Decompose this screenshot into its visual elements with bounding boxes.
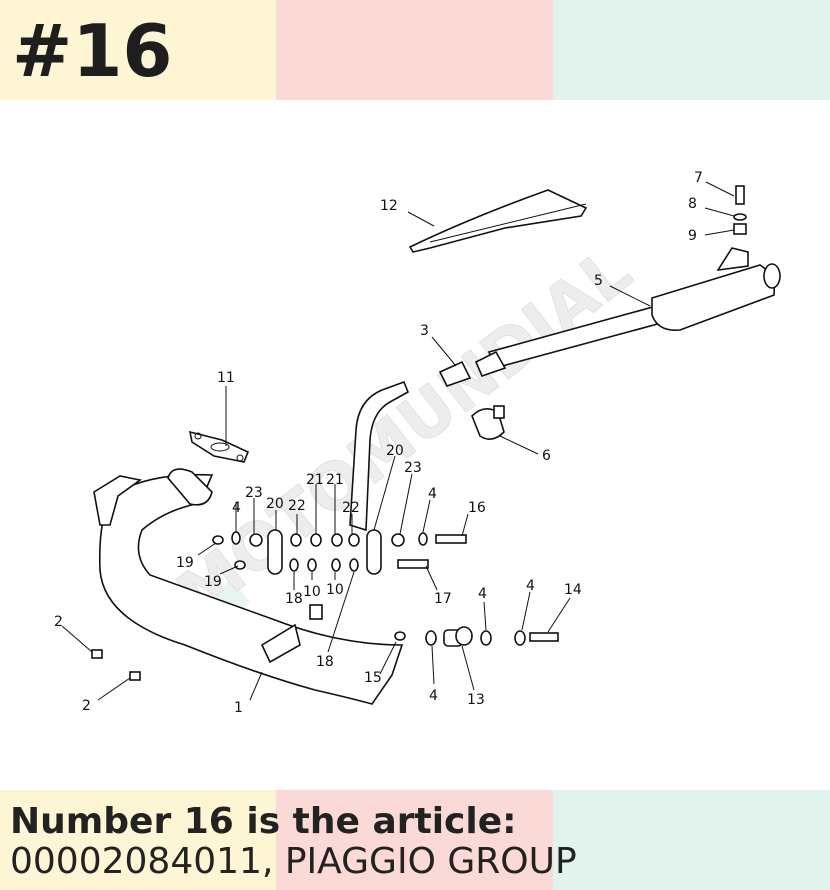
callout-10b: 10	[326, 582, 344, 598]
callout-7: 7	[694, 170, 703, 186]
exhaust-pipe	[93, 380, 410, 705]
band-segment-mint	[553, 790, 830, 890]
callout-11: 11	[217, 370, 235, 386]
article-number-and-brand: 00002084011, PIAGGIO GROUP	[10, 841, 577, 882]
gasket	[188, 430, 250, 463]
watermark-logo: MOTOMUNDIAL	[164, 234, 646, 640]
callout-20b: 20	[386, 443, 404, 459]
bottom-color-band	[0, 790, 830, 890]
callout-19b: 19	[204, 574, 222, 590]
top-color-band	[0, 0, 830, 100]
leader-lines	[61, 181, 735, 701]
callout-8: 8	[688, 196, 697, 212]
hardware-set	[91, 185, 747, 681]
callout-3: 3	[420, 323, 429, 339]
callout-20a: 20	[266, 496, 284, 512]
callout-4d: 4	[478, 586, 487, 602]
band-segment-yellow	[0, 790, 276, 890]
band-segment-yellow	[0, 0, 276, 100]
callout-23a: 23	[245, 485, 263, 501]
band-segment-pink	[276, 0, 553, 100]
band-segment-mint	[553, 0, 830, 100]
band-segment-pink	[276, 790, 553, 890]
callout-18a: 18	[285, 591, 303, 607]
exhaust-parts-diagram: MOTOMUNDIAL	[54, 170, 781, 716]
callout-12: 12	[380, 198, 398, 214]
callout-4e: 4	[526, 578, 535, 594]
callout-6: 6	[542, 448, 551, 464]
callout-22b: 22	[342, 500, 360, 516]
callout-9: 9	[688, 228, 697, 244]
callout-22a: 22	[288, 498, 306, 514]
callout-13: 13	[467, 692, 485, 708]
page-number: #16	[12, 9, 173, 93]
callout-17: 17	[434, 591, 452, 607]
sleeve	[438, 360, 472, 387]
callout-16: 16	[468, 500, 486, 516]
callout-19a: 19	[176, 555, 194, 571]
callout-5: 5	[594, 273, 603, 289]
callout-2a: 2	[54, 614, 63, 630]
callout-4a: 4	[232, 500, 241, 516]
callout-4b: 4	[428, 486, 437, 502]
callout-18b: 18	[316, 654, 334, 670]
callout-labels: 12 7 8 9 5 3 6 11 4 23 20 22 21 21 22 20…	[54, 170, 703, 716]
callout-1: 1	[234, 700, 243, 716]
clamp	[471, 405, 505, 440]
callout-2b: 2	[82, 698, 91, 714]
callout-21a: 21	[306, 472, 324, 488]
callout-21b: 21	[326, 472, 344, 488]
callout-10a: 10	[303, 584, 321, 600]
callout-4c: 4	[429, 688, 438, 704]
callout-15: 15	[364, 670, 382, 686]
callout-14: 14	[564, 582, 582, 598]
article-caption-heading: Number 16 is the article:	[10, 801, 517, 842]
callout-23b: 23	[404, 460, 422, 476]
watermark-text: MOTOMUNDIAL	[164, 234, 645, 633]
heat-shield	[408, 189, 588, 253]
